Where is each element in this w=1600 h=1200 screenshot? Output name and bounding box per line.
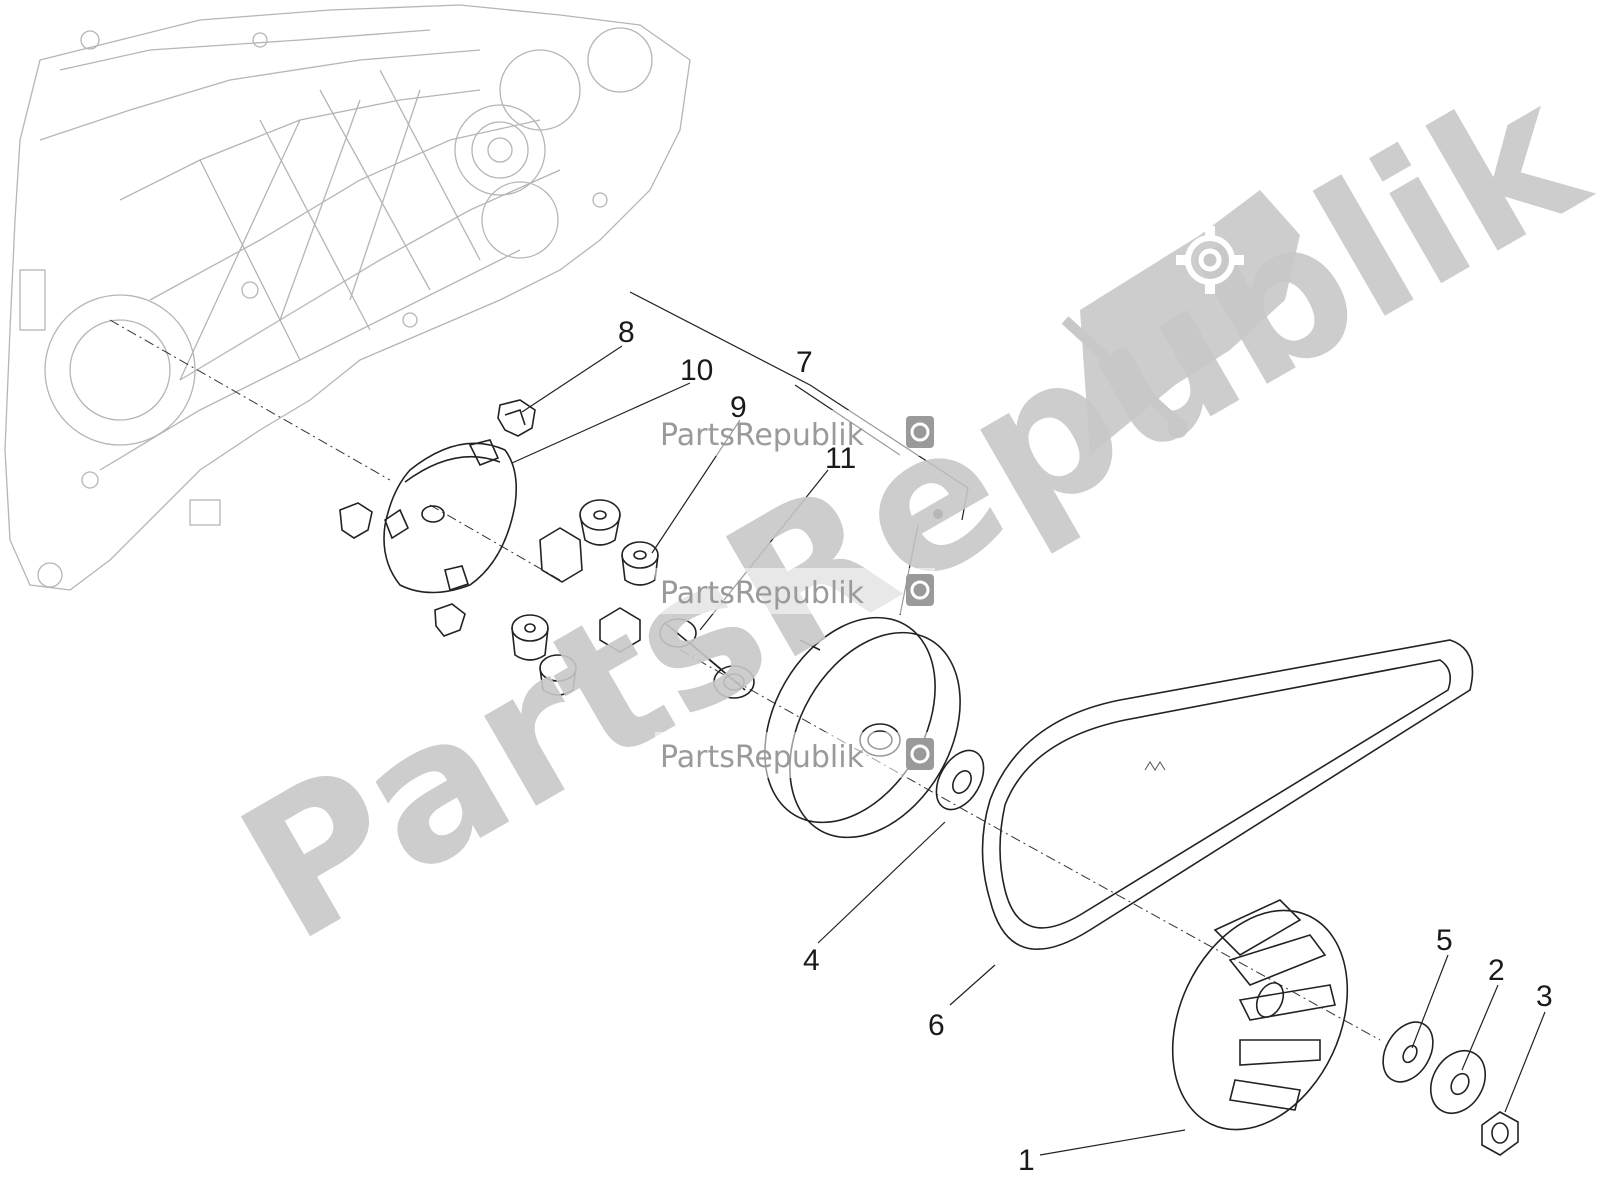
- callout-8: 8: [618, 316, 635, 349]
- washer-5: [1382, 1021, 1434, 1083]
- drive-belt: [981, 639, 1474, 951]
- gear-icon: [906, 738, 934, 770]
- assembly-axis-line: [109, 319, 1381, 1041]
- bushing: [659, 618, 755, 699]
- slider-pieces: [339, 399, 536, 637]
- spacer-2: [1429, 1050, 1487, 1114]
- flag-logo-icon: [1061, 190, 1300, 455]
- watermark-large: PartsRepublik: [207, 41, 1600, 984]
- callout-1: 1: [1018, 1144, 1035, 1177]
- callout-3: 3: [1536, 980, 1553, 1013]
- watermark-large-text: PartsRepublik: [207, 41, 1600, 984]
- cooling-fan: [1171, 899, 1349, 1131]
- callout-10: 10: [680, 354, 713, 387]
- gear-icon: [906, 574, 934, 606]
- watermark-small-2: PartsRepublik: [655, 568, 935, 614]
- callout-labels: 1 2 3 4 5 6 7 8 9 10 11: [618, 316, 1553, 1177]
- callout-4: 4: [803, 944, 820, 977]
- nut-3: [1481, 1111, 1519, 1156]
- watermark-small-text: PartsRepublik: [660, 740, 865, 775]
- callout-9: 9: [730, 391, 747, 424]
- roller-weights: [511, 499, 659, 696]
- callout-11: 11: [825, 442, 856, 475]
- ramp-plate: [383, 439, 518, 594]
- engine-case-outline: [4, 4, 691, 591]
- watermark-small-3: PartsRepublik: [655, 732, 935, 778]
- callout-5: 5: [1436, 924, 1453, 957]
- watermark-small-text: PartsRepublik: [660, 418, 865, 453]
- gear-icon: [1176, 226, 1244, 294]
- watermark-small-text: PartsRepublik: [660, 576, 865, 611]
- callout-2: 2: [1488, 954, 1505, 987]
- callout-7: 7: [796, 346, 813, 379]
- watermark-small-1: PartsRepublik: [655, 410, 935, 456]
- washer: [935, 749, 985, 811]
- gear-icon: [906, 416, 934, 448]
- callout-6: 6: [928, 1009, 945, 1042]
